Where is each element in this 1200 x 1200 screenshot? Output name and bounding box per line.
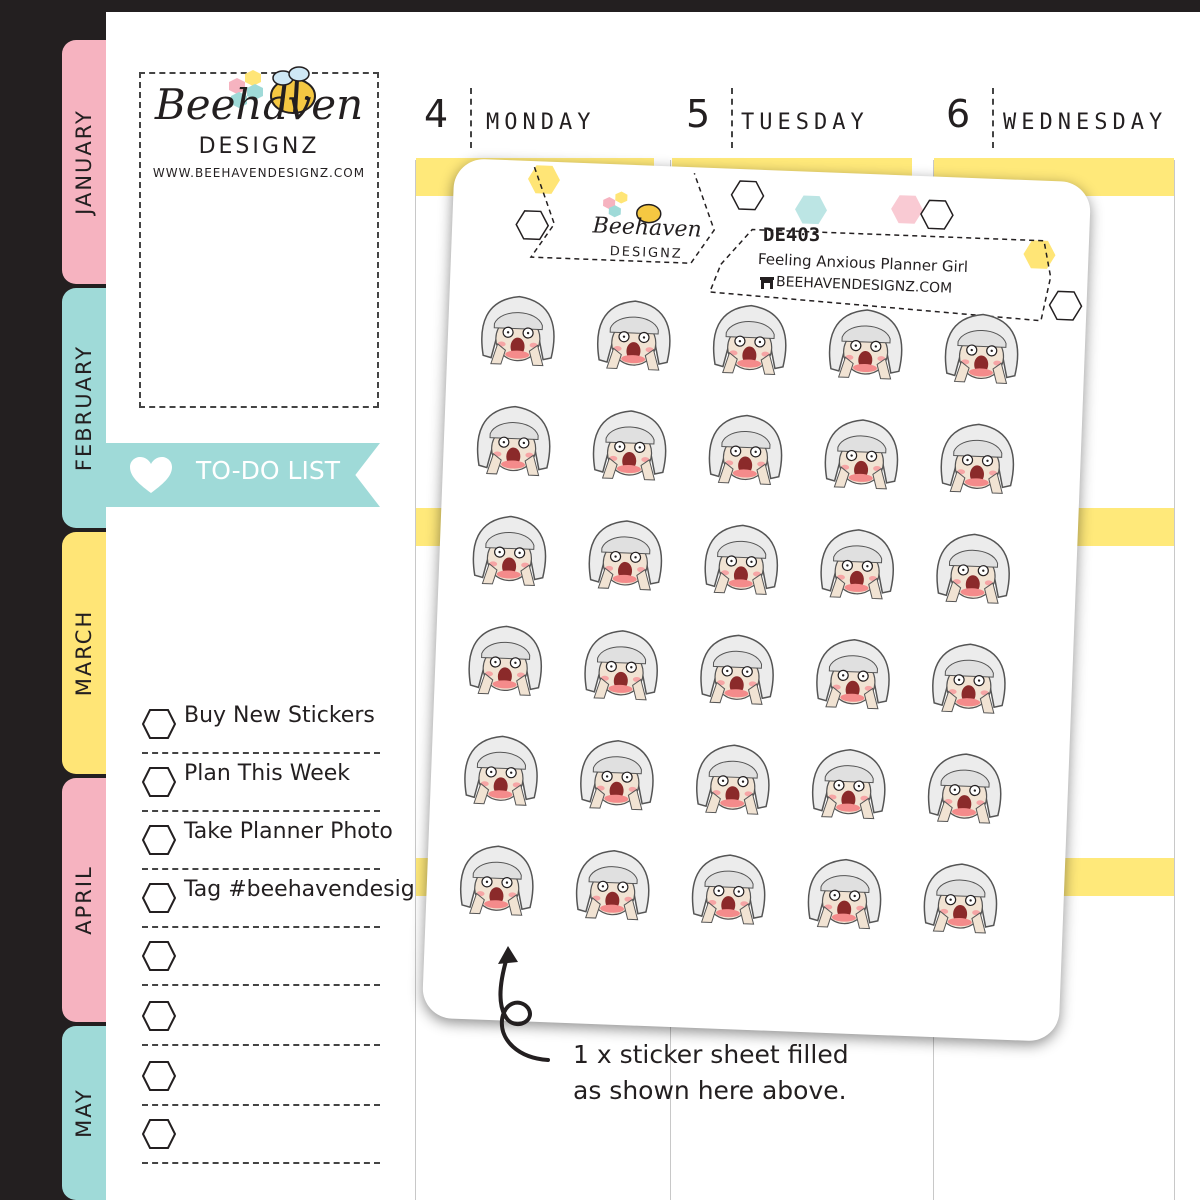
list-item[interactable]	[142, 1104, 380, 1164]
list-item[interactable]	[142, 1046, 380, 1106]
note-line-2: as shown here above.	[573, 1076, 847, 1105]
hexagon-checkbox-icon[interactable]	[142, 1118, 176, 1150]
day-divider	[470, 88, 472, 148]
hexagon-checkbox-icon[interactable]	[142, 1060, 176, 1092]
tab-february[interactable]: FEBRUARY	[62, 288, 106, 528]
list-item[interactable]: Plan This Week	[142, 752, 380, 812]
brand-box: Beehaven DESIGNZ WWW.BEEHAVENDESIGNZ.COM	[139, 66, 379, 408]
shop-icon	[760, 277, 774, 289]
hexagon-checkbox-icon[interactable]	[142, 766, 176, 798]
list-item-label: Tag #beehavendesignz	[184, 877, 441, 902]
todo-title: TO-DO LIST	[196, 456, 340, 485]
tab-march[interactable]: MARCH	[62, 532, 106, 774]
tab-may[interactable]: MAY	[62, 1026, 106, 1200]
tab-april[interactable]: APRIL	[62, 778, 106, 1022]
tab-label: JANUARY	[72, 109, 96, 215]
tab-label: APRIL	[72, 865, 97, 935]
bee-logo-icon	[229, 66, 316, 114]
note-line-1: 1 x sticker sheet filled	[573, 1040, 849, 1069]
list-item-label: Take Planner Photo	[184, 819, 393, 844]
list-item[interactable]: Take Planner Photo	[142, 810, 393, 870]
list-item-label: Plan This Week	[184, 761, 351, 786]
list-item[interactable]: Buy New Stickers	[142, 694, 380, 754]
curly-arrow-icon	[498, 946, 550, 1062]
sticker-grid	[458, 294, 1020, 935]
sticker-sheet: Beehaven DESIGNZ	[421, 158, 1092, 1042]
hexagon-checkbox-icon[interactable]	[142, 824, 176, 856]
column-divider	[1174, 160, 1175, 1200]
day-divider	[731, 88, 733, 148]
day-number-wednesday: 6	[946, 92, 971, 136]
list-item-label: Buy New Stickers	[184, 703, 375, 728]
day-number-tuesday: 5	[686, 92, 711, 136]
sticker-sheet-art	[515, 165, 1083, 322]
brand-name-script: Beehaven	[154, 80, 364, 129]
day-name-monday: MONDAY	[486, 110, 596, 135]
day-name-wednesday: WEDNESDAY	[1003, 110, 1168, 135]
day-number-monday: 4	[424, 92, 449, 136]
list-item[interactable]	[142, 926, 380, 986]
hexagon-checkbox-icon[interactable]	[142, 940, 176, 972]
tab-label: MARCH	[72, 609, 97, 697]
day-name-tuesday: TUESDAY	[741, 110, 869, 135]
hexagon-checkbox-icon[interactable]	[142, 882, 176, 914]
heart-icon	[130, 457, 172, 493]
tab-january[interactable]: JANUARY	[62, 40, 106, 284]
column-divider	[415, 160, 416, 1200]
day-divider	[992, 88, 994, 148]
sheet-code: DE403	[763, 224, 821, 246]
list-item[interactable]	[142, 986, 380, 1046]
list-item[interactable]: Tag #beehavendesignz	[142, 868, 440, 928]
hexagon-checkbox-icon[interactable]	[142, 708, 176, 740]
tab-label: FEBRUARY	[72, 344, 97, 472]
brand-website: WWW.BEEHAVENDESIGNZ.COM	[152, 166, 366, 180]
hexagon-checkbox-icon[interactable]	[142, 1000, 176, 1032]
tab-label: MAY	[72, 1088, 96, 1138]
brand-name-caps: DESIGNZ	[198, 134, 320, 159]
